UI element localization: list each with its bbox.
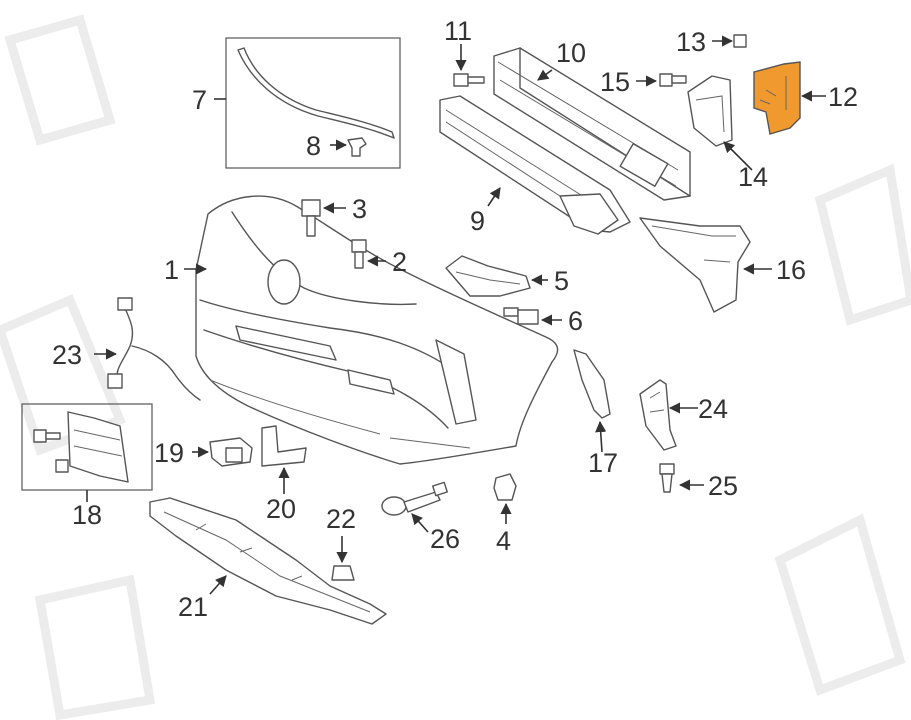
part-7-molding <box>237 47 395 139</box>
part-23-wire-harness <box>94 297 201 401</box>
callout-labels: 1 2 3 4 5 6 7 8 9 10 11 12 13 14 15 16 1… <box>52 16 858 622</box>
callout-8: 8 <box>306 131 321 161</box>
callout-18: 18 <box>72 500 102 530</box>
callout-9: 9 <box>470 206 485 236</box>
callout-26: 26 <box>430 524 460 554</box>
callout-5: 5 <box>554 266 569 296</box>
part-24-bracket <box>639 379 698 451</box>
callout-10: 10 <box>556 38 586 68</box>
part-12-shape <box>753 61 801 135</box>
part-10-reinforcement <box>493 47 691 201</box>
part-5-bracket <box>445 255 548 297</box>
part-15-bolt <box>636 73 687 87</box>
callout-14: 14 <box>738 162 768 192</box>
part-7-molding-group <box>214 37 401 169</box>
part-16-side-bracket <box>639 217 772 313</box>
part-2-bolt <box>351 239 386 269</box>
callout-20: 20 <box>266 494 296 524</box>
callout-24: 24 <box>698 394 728 424</box>
callout-21: 21 <box>178 592 208 622</box>
callout-13: 13 <box>676 27 706 57</box>
callout-12: 12 <box>828 82 858 112</box>
part-7-box <box>225 37 401 169</box>
part-1-bumper-cover <box>184 195 559 465</box>
callout-23: 23 <box>52 340 82 370</box>
part-9-absorber <box>439 95 631 235</box>
callout-6: 6 <box>568 306 583 336</box>
part-25-clip <box>659 463 704 493</box>
callout-25: 25 <box>708 471 738 501</box>
part-4-clip <box>493 473 517 524</box>
part-21-under-cover <box>149 497 387 625</box>
part-6-bolt <box>503 307 562 326</box>
part-19-sensor <box>192 437 253 467</box>
callout-4: 4 <box>496 526 511 556</box>
callout-17: 17 <box>588 448 618 478</box>
part-11-bolt <box>453 44 485 87</box>
callout-16: 16 <box>776 255 806 285</box>
part-20-bracket <box>261 425 307 494</box>
part-17-side-molding <box>573 349 611 453</box>
part-13-bolt <box>712 34 747 48</box>
callout-11: 11 <box>444 16 472 46</box>
part-3-bolt <box>301 199 346 237</box>
callout-22: 22 <box>326 504 356 534</box>
part-26-tow-hook <box>381 481 448 533</box>
part-14-bracket <box>687 75 753 171</box>
callout-2: 2 <box>392 247 407 277</box>
callout-1: 1 <box>164 255 179 285</box>
part-12-retainer-highlighted <box>753 61 826 135</box>
part-18-license-bracket-group <box>21 403 153 502</box>
callout-15: 15 <box>600 67 630 97</box>
callout-19: 19 <box>154 438 184 468</box>
callout-3: 3 <box>352 194 367 224</box>
part-8-clip <box>347 137 367 157</box>
callout-7: 7 <box>192 85 207 115</box>
part-22-clip <box>331 536 355 581</box>
watermark <box>0 14 911 720</box>
